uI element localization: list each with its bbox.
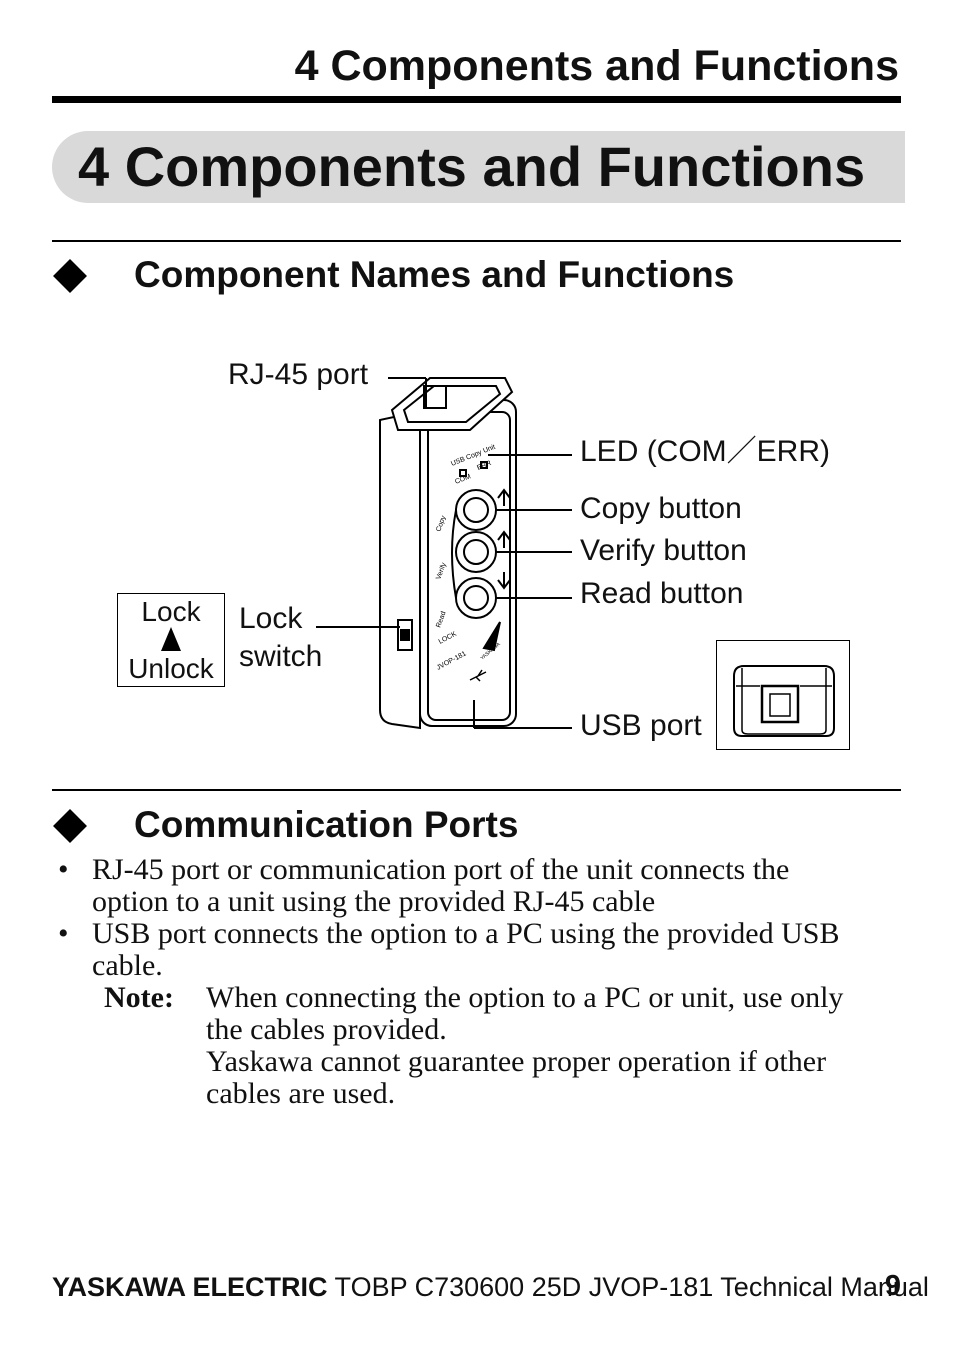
section-title-communication-ports: Communication Ports xyxy=(134,804,519,845)
label-lock-switch-line2: switch xyxy=(239,640,323,673)
label-read-button: Read button xyxy=(580,577,744,610)
note-line: Yaskawa cannot guarantee proper operatio… xyxy=(206,1045,827,1078)
label-usb-port: USB port xyxy=(580,709,702,742)
page-number: 9 xyxy=(884,1270,901,1302)
running-header: 4 Components and Functions xyxy=(294,42,899,90)
note-label: Note: xyxy=(104,981,174,1014)
list-item-line: USB port connects the option to a PC usi… xyxy=(92,917,840,950)
chapter-banner: 4 Components and Functions xyxy=(52,131,905,203)
header-rule xyxy=(52,96,901,103)
chapter-title: 4 Components and Functions xyxy=(78,135,866,198)
usb-symbol-icon xyxy=(469,669,487,682)
section-title-components: Component Names and Functions xyxy=(134,254,735,295)
footer-brand: YASKAWA ELECTRIC xyxy=(52,1272,328,1302)
label-lock-switch-line1: Lock xyxy=(239,602,303,635)
unlock-label: Unlock xyxy=(128,653,214,684)
footer: YASKAWA ELECTRIC TOBP C730600 25D JVOP-1… xyxy=(52,1272,929,1303)
list-item: RJ-45 port or communication port of the … xyxy=(92,854,789,918)
section-rule xyxy=(52,789,901,791)
list-item-line: option to a unit using the provided RJ-4… xyxy=(92,885,656,918)
usb-port-inset-frame xyxy=(716,640,850,750)
bullet-dot: • xyxy=(58,917,69,950)
section-rule xyxy=(52,240,901,242)
list-item-line: RJ-45 port or communication port of the … xyxy=(92,853,790,886)
label-led: LED (COM／ERR) xyxy=(580,435,831,468)
usb-port-inset xyxy=(733,665,835,737)
arrow-up-icon xyxy=(161,627,181,651)
footer-doc-title: TOBP C730600 25D JVOP-181 Technical Manu… xyxy=(327,1272,929,1302)
label-copy-button: Copy button xyxy=(580,492,742,525)
note-line: the cables provided. xyxy=(206,1013,447,1046)
bullet-dot: • xyxy=(58,853,69,886)
note-text: When connecting the option to a PC or un… xyxy=(206,982,843,1110)
lock-unlock-box: Lock Unlock xyxy=(117,593,225,687)
note-line: When connecting the option to a PC or un… xyxy=(206,981,844,1014)
lock-label: Lock xyxy=(141,596,201,627)
list-item-line: cable. xyxy=(92,949,163,982)
label-rj45-port: RJ-45 port xyxy=(228,358,369,391)
label-verify-button: Verify button xyxy=(580,534,747,567)
list-item: USB port connects the option to a PC usi… xyxy=(92,918,839,982)
note-line: cables are used. xyxy=(206,1077,396,1110)
